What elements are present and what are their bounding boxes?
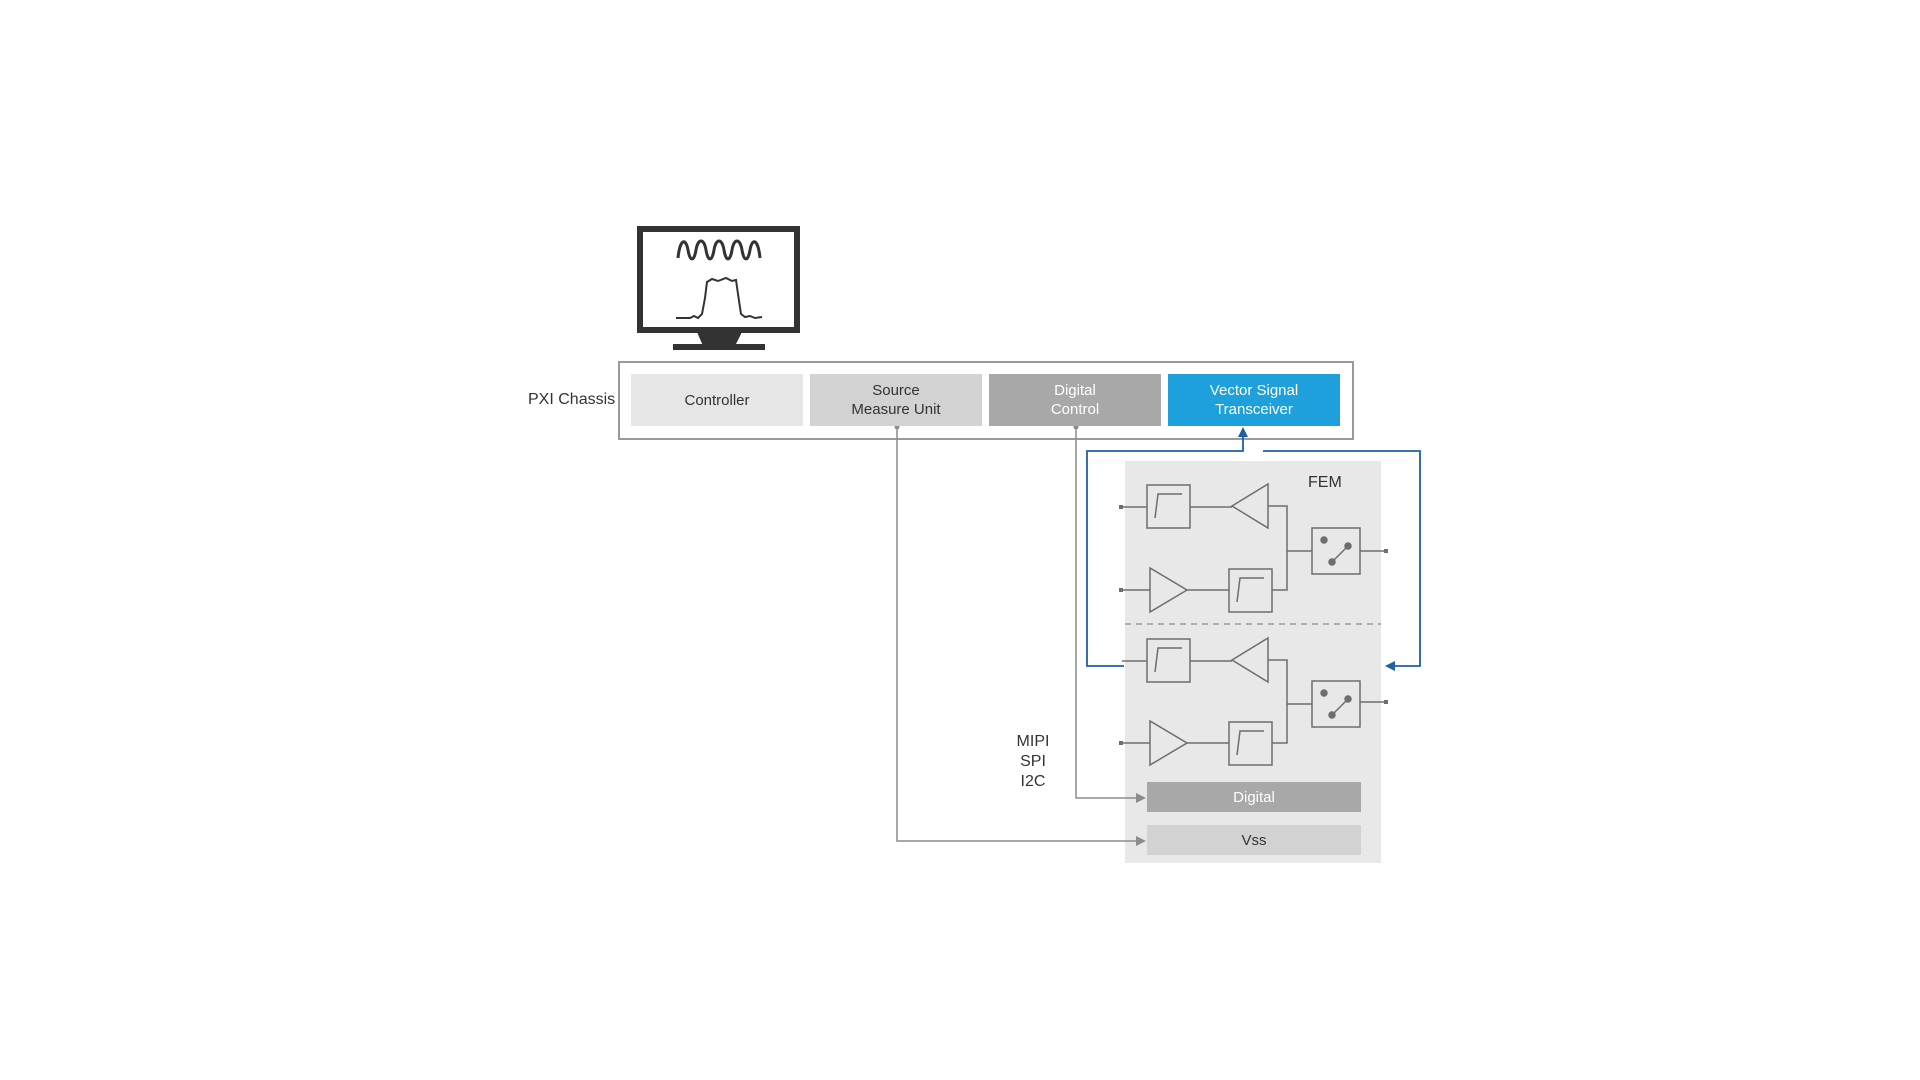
module-smu-label: Source Measure Unit (851, 382, 941, 418)
fem-vss-label: Vss (1241, 831, 1267, 849)
monitor-base (673, 344, 765, 350)
module-source-measure-unit[interactable]: Source Measure Unit (810, 374, 982, 426)
fem-digital-label: Digital (1233, 788, 1275, 806)
filter-icon (1146, 484, 1191, 529)
fem-upper-chain (1122, 482, 1384, 614)
spectrum-icon (676, 276, 763, 320)
control-wires (896, 427, 1146, 846)
module-vst-label: Vector Signal Transceiver (1209, 382, 1299, 418)
amplifier-right-icon (1149, 566, 1189, 614)
waveform-icon (676, 239, 762, 261)
bus-protocol-labels: MIPI SPI I2C (1016, 733, 1050, 790)
rf-paths (1086, 427, 1421, 671)
module-digital-control[interactable]: Digital Control (989, 374, 1161, 426)
fem-lower-chain (1122, 636, 1384, 767)
pxi-chassis-label: PXI Chassis (528, 391, 616, 408)
module-controller-label: Controller (684, 391, 750, 409)
filter-icon (1228, 721, 1273, 766)
filter-icon (1228, 568, 1273, 613)
monitor-stand (697, 332, 742, 346)
switch-icon (1311, 680, 1361, 728)
module-digital-control-label: Digital Control (1050, 382, 1100, 418)
switch-icon (1311, 527, 1361, 575)
module-controller[interactable]: Controller (631, 374, 803, 426)
amplifier-right-icon (1149, 719, 1189, 767)
module-vector-signal-transceiver[interactable]: Vector Signal Transceiver (1168, 374, 1340, 426)
fem-label: FEM (1308, 474, 1342, 491)
fem-vss-bar (1147, 825, 1361, 855)
monitor-icon (637, 226, 800, 350)
fem-digital-bar (1147, 782, 1361, 812)
filter-icon (1146, 638, 1191, 683)
